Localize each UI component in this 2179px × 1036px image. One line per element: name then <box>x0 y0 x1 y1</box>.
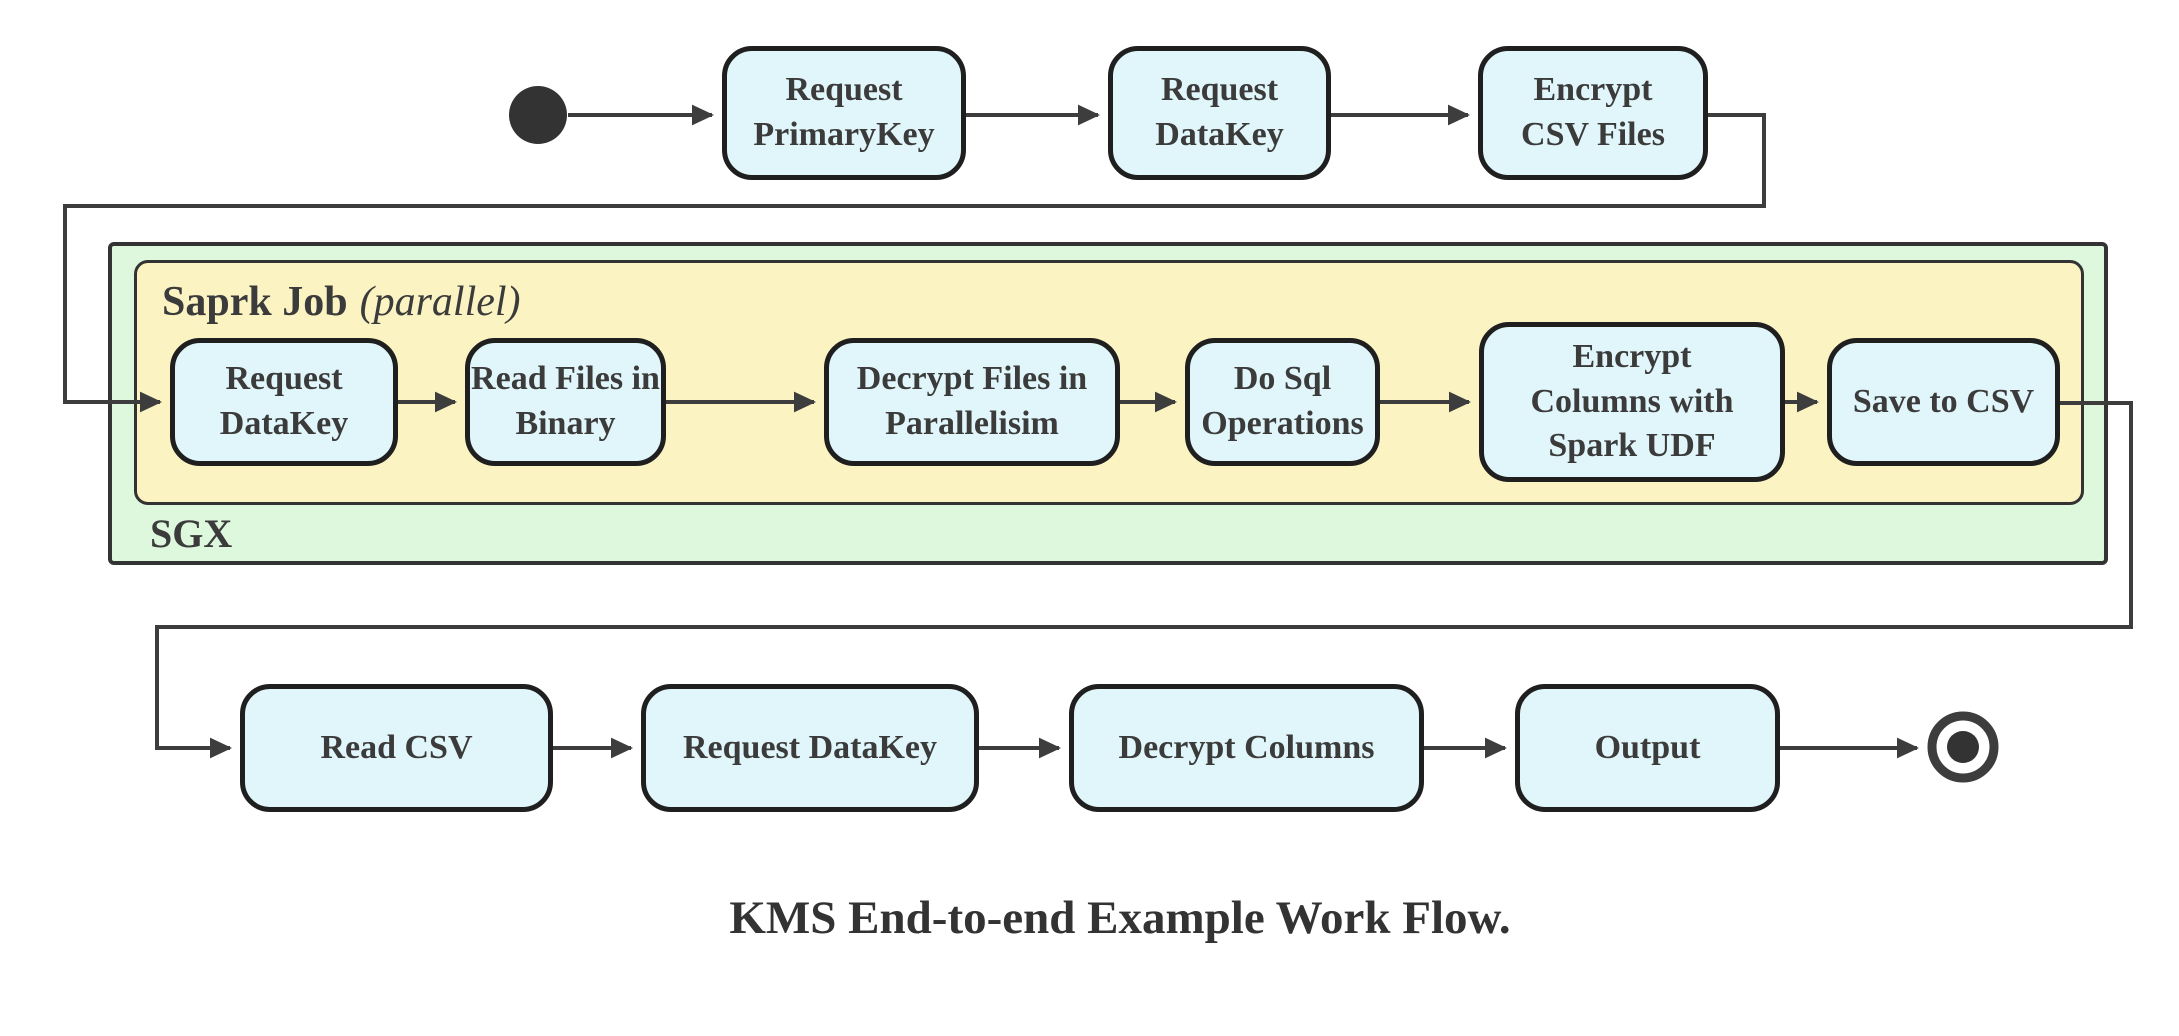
node-label: Decrypt Files in Parallelisim <box>856 360 1088 442</box>
spark-job-label: Saprk Job(parallel) <box>162 278 521 326</box>
node-decrypt-columns: Decrypt Columns <box>1069 684 1424 812</box>
node-spark-request-datakey: Request DataKey <box>170 338 398 466</box>
node-label: Request DataKey <box>219 360 349 442</box>
spark-job-mode: (parallel) <box>359 279 521 325</box>
edge-save-csv-to-read-csv <box>155 401 2133 759</box>
node-output: Output <box>1515 684 1780 812</box>
node-read-csv: Read CSV <box>240 684 553 812</box>
node-label: Request PrimaryKey <box>753 71 935 153</box>
node-label: Encrypt Columns with Spark UDF <box>1530 337 1734 465</box>
spark-job-name: Saprk Job <box>162 279 348 325</box>
node-label: Decrypt Columns <box>1118 728 1375 766</box>
node-label: Do Sql Operations <box>1201 360 1364 442</box>
end-node-inner-dot <box>1947 731 1979 763</box>
node-do-sql-operations: Do Sql Operations <box>1185 338 1380 466</box>
node-save-to-csv: Save to CSV <box>1827 338 2060 466</box>
diagram-caption: KMS End-to-end Example Work Flow. <box>729 892 1511 944</box>
node-label: Encrypt CSV Files <box>1521 71 1665 153</box>
node-label: Request DataKey <box>682 728 938 766</box>
node-request-datakey-bottom: Request DataKey <box>641 684 979 812</box>
node-label: Save to CSV <box>1852 382 2035 420</box>
start-node <box>509 86 567 144</box>
node-label: Read CSV <box>320 728 473 766</box>
node-request-primarykey: Request PrimaryKey <box>722 46 966 180</box>
node-read-files-in-binary: Read Files in Binary <box>465 338 666 466</box>
node-encrypt-csv-files: Encrypt CSV Files <box>1478 46 1708 180</box>
node-label: Request DataKey <box>1155 71 1284 153</box>
edge-encrypt-csv-to-spark-request-datakey <box>63 113 1766 413</box>
end-node <box>1927 711 1999 783</box>
sgx-label: SGX <box>150 511 233 556</box>
node-label: Read Files in Binary <box>471 360 660 442</box>
node-encrypt-columns-with-spark-udf: Encrypt Columns with Spark UDF <box>1479 322 1785 482</box>
node-decrypt-files-in-parallelism: Decrypt Files in Parallelisim <box>824 338 1120 466</box>
node-request-datakey-top: Request DataKey <box>1108 46 1331 180</box>
node-label: Output <box>1594 728 1701 766</box>
